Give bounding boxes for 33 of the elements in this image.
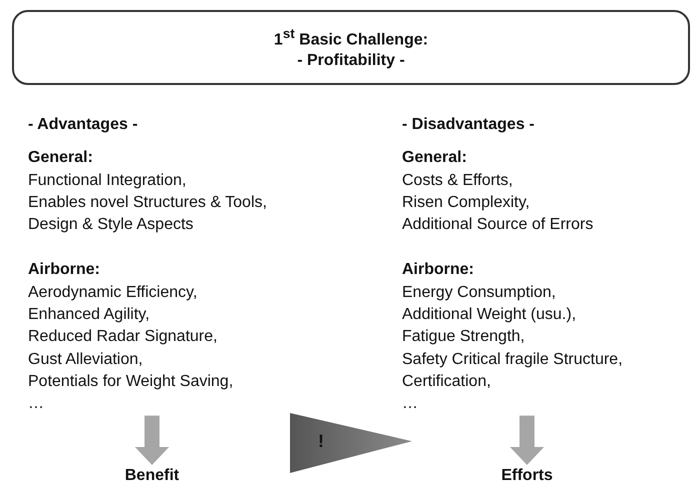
result-label: Benefit xyxy=(124,466,180,486)
list-item: Functional Integration, xyxy=(28,170,186,191)
list-item: Aerodynamic Efficiency, xyxy=(28,282,198,303)
list-item: Risen Complexity, xyxy=(402,192,530,213)
title-box xyxy=(12,10,690,85)
list-item: Potentials for Weight Saving, xyxy=(28,372,234,392)
list-item: Additional Weight (usu.), xyxy=(402,305,576,326)
heading-text: - Profitability - xyxy=(297,50,405,71)
list-item: Fatigue Strength, xyxy=(402,327,525,348)
list-item: Gust Alleviation, xyxy=(28,350,143,370)
list-item: Enables novel Structures & Tools, xyxy=(28,192,267,213)
list-item: Certification, xyxy=(402,372,491,392)
section-heading: - Disadvantages - xyxy=(402,115,534,135)
list-item: Energy Consumption, xyxy=(402,282,556,303)
result-label: Efforts xyxy=(501,466,553,486)
section-heading: - Advantages - xyxy=(28,115,138,135)
subheading: Airborne: xyxy=(28,260,100,280)
list-item: Costs & Efforts, xyxy=(402,170,513,191)
list-item: Additional Source of Errors xyxy=(402,215,594,236)
list-item: Reduced Radar Signature, xyxy=(28,327,218,348)
block-arrow xyxy=(135,416,169,465)
ellipsis-text: … xyxy=(28,394,44,414)
list-item: Safety Critical fragile Structure, xyxy=(402,350,623,370)
ellipsis-text: … xyxy=(402,394,418,414)
list-item: Design & Style Aspects xyxy=(28,215,194,236)
exclamation-mark: ! xyxy=(318,430,324,452)
block-arrow xyxy=(510,416,544,465)
list-item: Enhanced Agility, xyxy=(28,305,150,326)
wedge-shape xyxy=(290,413,412,473)
subheading: General: xyxy=(402,148,467,168)
subheading: Airborne: xyxy=(402,260,474,280)
subheading: General: xyxy=(28,148,93,168)
heading-text: 1$^{st}$ Basic Challenge: xyxy=(274,25,428,51)
